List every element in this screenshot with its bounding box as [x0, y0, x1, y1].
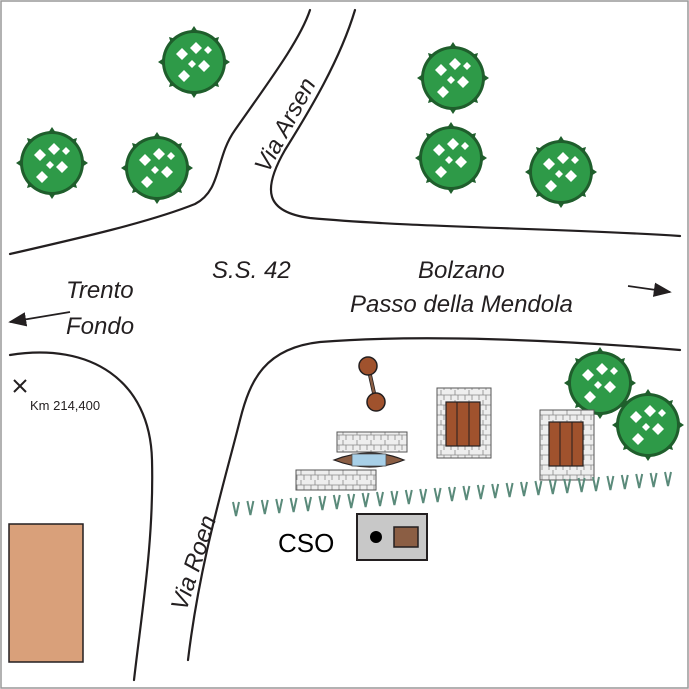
direction-bolzano-label: Bolzano	[418, 257, 505, 284]
east-arrow-icon	[627, 282, 672, 297]
water-basin	[332, 452, 406, 468]
fence-post	[361, 492, 370, 508]
fence-post	[635, 473, 644, 489]
direction-mendola-label: Passo della Mendola	[350, 291, 573, 318]
fence-post	[491, 483, 500, 499]
ss42-south-edge-east	[186, 337, 682, 662]
fence-post	[404, 489, 413, 505]
fence-post	[318, 495, 327, 511]
fence-post	[649, 472, 658, 488]
timber-structure	[436, 387, 492, 459]
ss42-north-edge-west	[8, 8, 312, 256]
fence-post	[260, 499, 269, 515]
fence-post	[376, 491, 384, 507]
fence-post	[289, 497, 298, 513]
west-arrow-icon	[8, 311, 71, 327]
fence-post	[505, 482, 514, 498]
fence-post	[246, 500, 255, 516]
cso-tank	[393, 526, 419, 548]
km-marker-label: Km 214,400	[30, 398, 100, 413]
fence-post	[448, 486, 456, 502]
stone-wall	[295, 469, 377, 491]
fence-post	[534, 480, 543, 496]
km-marker-tick-cross	[13, 379, 27, 393]
fence-post	[275, 498, 284, 514]
ss42-south-edge-west	[8, 351, 154, 682]
stone-wall	[336, 431, 408, 453]
direction-trento-label: Trento	[66, 277, 134, 304]
fence-post	[476, 484, 485, 500]
fence-post	[433, 487, 442, 503]
fence-post	[548, 479, 557, 495]
fence-post	[347, 493, 356, 509]
cso-label: CSO	[278, 528, 334, 558]
fence-post	[232, 501, 240, 517]
fence-post	[620, 474, 629, 490]
direction-fondo-label: Fondo	[66, 313, 134, 340]
timber-structure	[539, 409, 595, 481]
fence-post	[419, 488, 428, 504]
fence-post	[304, 496, 312, 512]
fence-post	[520, 481, 528, 497]
via-arsen-east-edge	[269, 8, 682, 238]
fence-post	[606, 475, 615, 491]
fence-post	[462, 485, 471, 501]
valve-icon	[358, 356, 386, 412]
fence-post	[563, 478, 572, 494]
fence-line	[232, 471, 672, 517]
cso-well-icon	[370, 531, 382, 543]
fence-post	[592, 476, 600, 492]
fence-post	[577, 477, 586, 493]
fence-post	[332, 494, 341, 510]
fence-post	[390, 490, 399, 506]
building	[8, 523, 84, 663]
ss42-label: S.S. 42	[212, 257, 291, 284]
fence-post	[664, 471, 672, 487]
